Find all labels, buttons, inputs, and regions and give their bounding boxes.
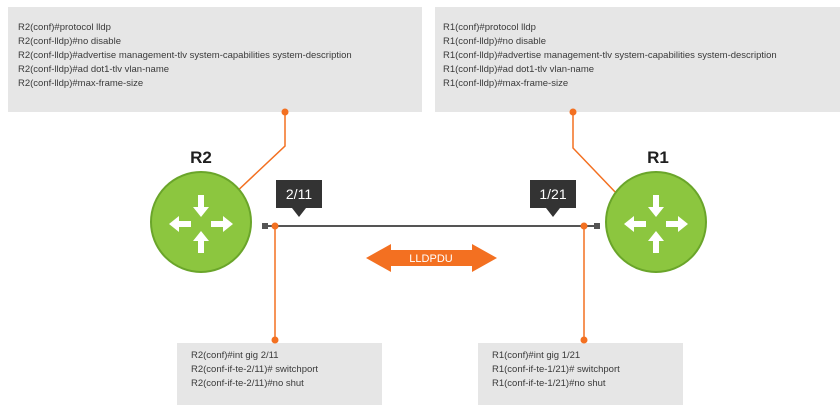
port-tag-r2: 2/11 — [276, 180, 322, 217]
r1-lldp-config-box: R1(conf)#protocol lldp R1(conf-lldp)#no … — [435, 7, 840, 112]
config-line: R2(conf)#protocol lldp — [18, 22, 111, 33]
config-line: R1(conf-if-te-1/21)# switchport — [492, 364, 620, 375]
config-line: R2(conf-lldp)#advertise management-tlv s… — [18, 50, 352, 61]
callout-line-r2-lldp — [231, 112, 286, 197]
r1-interface-config-box: R1(conf)#int gig 1/21 R1(conf-if-te-1/21… — [478, 343, 683, 405]
lldpdu-arrow-icon: LLDPDU — [366, 244, 497, 272]
callout-dot — [580, 222, 588, 230]
config-line: R2(conf-if-te-2/11)#no shut — [191, 378, 304, 389]
config-line: R1(conf-lldp)#max-frame-size — [443, 78, 569, 89]
config-line: R2(conf-if-te-2/11)# switchport — [191, 364, 319, 375]
router-icon — [150, 171, 252, 273]
port-label-r2: 2/11 — [286, 186, 312, 202]
lldpdu-label: LLDPDU — [409, 253, 452, 265]
callout-line-r1-lldp — [572, 112, 619, 196]
port-label-r1: 1/21 — [539, 186, 566, 202]
config-line: R1(conf-lldp)#no disable — [443, 36, 546, 47]
config-line: R2(conf-lldp)#max-frame-size — [18, 78, 144, 89]
router-r2 — [150, 171, 252, 273]
callout-dot — [281, 108, 289, 116]
router-r1 — [605, 171, 707, 273]
config-line: R2(conf-lldp)#ad dot1-tlv vlan-name — [18, 64, 170, 75]
r2-interface-config-box: R2(conf)#int gig 2/11 R2(conf-if-te-2/11… — [177, 343, 382, 405]
r2-lldp-config-box: R2(conf)#protocol lldp R2(conf-lldp)#no … — [8, 7, 422, 112]
config-line: R1(conf-lldp)#advertise management-tlv s… — [443, 50, 777, 61]
callout-dot — [271, 222, 279, 230]
port-tag-r1: 1/21 — [530, 180, 576, 217]
config-line: R1(conf)#protocol lldp — [443, 22, 536, 33]
callout-dot — [580, 336, 588, 344]
callout-dot — [569, 108, 577, 116]
config-line: R1(conf-lldp)#ad dot1-tlv vlan-name — [443, 64, 595, 75]
config-line: R2(conf-lldp)#no disable — [18, 36, 121, 47]
link-endpoint — [262, 223, 268, 229]
callout-dot — [271, 336, 279, 344]
config-line: R1(conf)#int gig 1/21 — [492, 350, 581, 361]
config-line: R1(conf-if-te-1/21)#no shut — [492, 378, 606, 389]
router-icon — [605, 171, 707, 273]
router-r1-label: R1 — [647, 148, 669, 167]
config-line: R2(conf)#int gig 2/11 — [191, 350, 279, 361]
router-r2-label: R2 — [190, 148, 212, 167]
link-endpoint — [594, 223, 600, 229]
